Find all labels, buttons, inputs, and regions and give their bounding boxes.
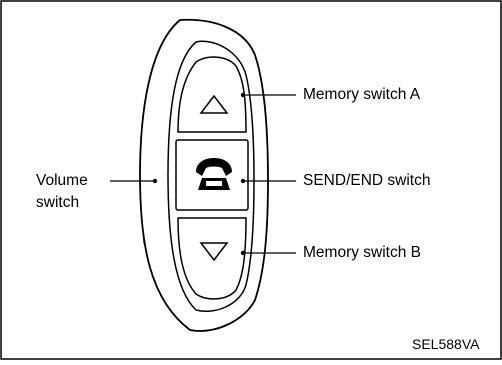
figure-code: SEL588VA [412,336,480,352]
telephone-handset-icon [196,158,232,190]
triangle-up-icon [199,94,229,114]
memory-switch-b-label: Memory switch B [303,244,421,261]
leader-memory-a [240,92,296,98]
memory-switch-a-label: Memory switch A [303,86,421,103]
volume-switch-label-line2: switch [36,194,80,211]
send-end-button[interactable] [175,139,249,211]
leader-send-end [240,178,296,184]
memory-switch-a-button[interactable] [177,56,247,133]
leader-memory-b [240,250,296,256]
volume-switch-label-line1: Volume [36,172,88,189]
triangle-down-icon [199,242,229,262]
leader-volume [110,178,158,184]
send-end-switch-label: SEND/END switch [303,172,431,189]
